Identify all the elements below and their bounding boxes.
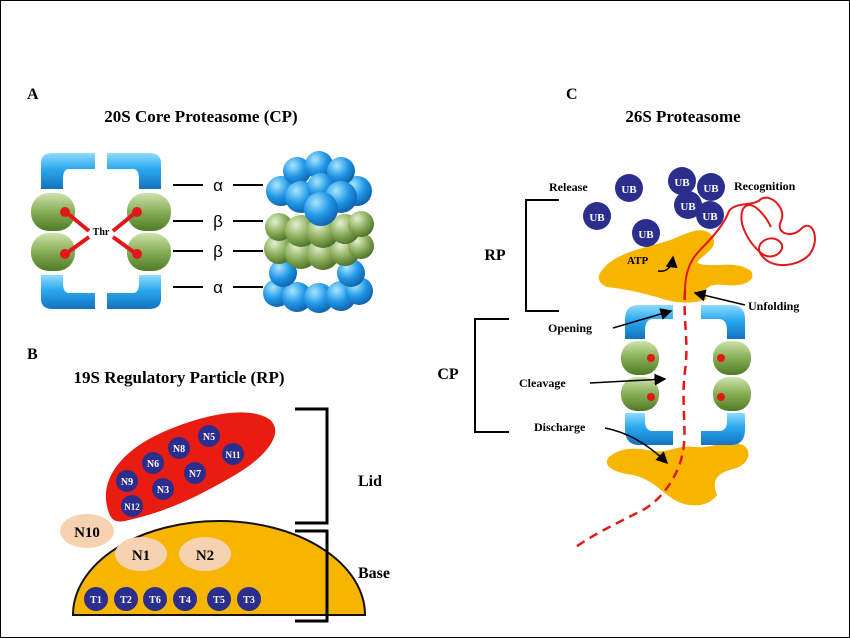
threonine-site — [60, 249, 70, 259]
discharge-arrow — [604, 427, 669, 465]
panel-a-title: 20S Core Proteasome (CP) — [104, 107, 297, 126]
ubiquitin-chain: UB UB UB UB UB UB UB — [583, 167, 725, 247]
alpha-label: α — [213, 278, 223, 297]
n2-label: N2 — [196, 548, 214, 564]
alpha-ring-segment — [41, 153, 95, 189]
thr-label: Thr — [93, 227, 110, 238]
beta-ring-segment — [127, 193, 171, 231]
alpha-ring-segment — [107, 153, 161, 189]
rp-cap-top — [598, 230, 753, 303]
svg-text:UB: UB — [589, 212, 605, 224]
svg-text:N5: N5 — [203, 432, 215, 443]
svg-text:UB: UB — [702, 211, 718, 223]
release-label: Release — [549, 180, 588, 194]
n10-label: N10 — [74, 525, 100, 541]
svg-text:UB: UB — [674, 177, 690, 189]
svg-text:N11: N11 — [225, 450, 241, 460]
threonine-site — [60, 207, 70, 217]
base-label: Base — [358, 565, 390, 582]
base-bracket — [295, 529, 329, 623]
panel-c-letter: C — [566, 86, 578, 103]
n1-subunit — [115, 537, 167, 571]
alpha-label: α — [213, 176, 223, 195]
discharge-label: Discharge — [534, 420, 586, 434]
ring-labels: α β β α — [173, 176, 263, 297]
svg-text:N3: N3 — [157, 485, 169, 496]
svg-text:T2: T2 — [120, 595, 132, 606]
beta-label: β — [213, 212, 223, 231]
svg-text:T3: T3 — [243, 595, 255, 606]
alpha-ring-segment — [107, 275, 161, 309]
threonine-site — [132, 249, 142, 259]
atp-label: ATP — [627, 255, 648, 267]
svg-text:T6: T6 — [149, 595, 161, 606]
lid-subunits: N5 N8 N6 N11 N7 N9 N3 N12 — [116, 425, 244, 517]
folded-substrate — [684, 196, 816, 292]
n1-label: N1 — [132, 548, 150, 564]
lid-label: Lid — [358, 473, 382, 490]
svg-text:N12: N12 — [124, 502, 140, 512]
svg-text:UB: UB — [680, 201, 696, 213]
svg-text:T5: T5 — [213, 595, 225, 606]
svg-text:N6: N6 — [147, 459, 159, 470]
lid-bracket — [295, 407, 329, 525]
svg-text:N8: N8 — [173, 444, 185, 455]
panel-b-title: 19S Regulatory Particle (RP) — [73, 368, 284, 387]
atpase-ring: T1 T2 T6 T4 T5 T3 — [84, 587, 261, 611]
cleavage-arrow — [589, 373, 667, 386]
svg-text:UB: UB — [621, 184, 637, 196]
beta-ring-segment — [127, 233, 171, 271]
beta-ring-segment — [31, 233, 75, 271]
active-site-lines — [65, 211, 137, 255]
panel-b-letter: B — [27, 346, 38, 363]
recognition-label: Recognition — [734, 179, 796, 193]
unfolded-substrate — [572, 290, 688, 551]
cp-3d-model — [263, 151, 374, 313]
n10-subunit — [60, 514, 114, 548]
n2-subunit — [179, 537, 231, 571]
rp-label: RP — [484, 247, 506, 264]
atp-arrow — [657, 255, 678, 272]
unfolding-arrow — [693, 289, 746, 306]
rp-cap-bottom — [606, 443, 749, 506]
cp-core-26s — [621, 305, 751, 445]
rp-bracket — [525, 199, 559, 312]
svg-text:N7: N7 — [189, 469, 201, 480]
cp-cross-section: Thr — [31, 153, 171, 309]
opening-arrow — [612, 308, 673, 329]
cleavage-label: Cleavage — [519, 376, 566, 390]
alpha-ring-segment — [41, 275, 95, 309]
svg-text:UB: UB — [638, 229, 654, 241]
svg-text:UB: UB — [703, 183, 719, 195]
unfolding-label: Unfolding — [748, 299, 799, 313]
panel-c-title: 26S Proteasome — [625, 107, 741, 126]
beta-ring-segment — [31, 193, 75, 231]
panel-a-letter: A — [27, 86, 39, 103]
svg-text:T1: T1 — [90, 595, 102, 606]
opening-label: Opening — [548, 321, 592, 335]
threonine-site — [132, 207, 142, 217]
svg-text:N9: N9 — [121, 477, 133, 488]
beta-label: β — [213, 242, 223, 261]
cp-label: CP — [437, 366, 459, 383]
cp-bracket — [474, 318, 509, 433]
svg-text:T4: T4 — [179, 595, 191, 606]
